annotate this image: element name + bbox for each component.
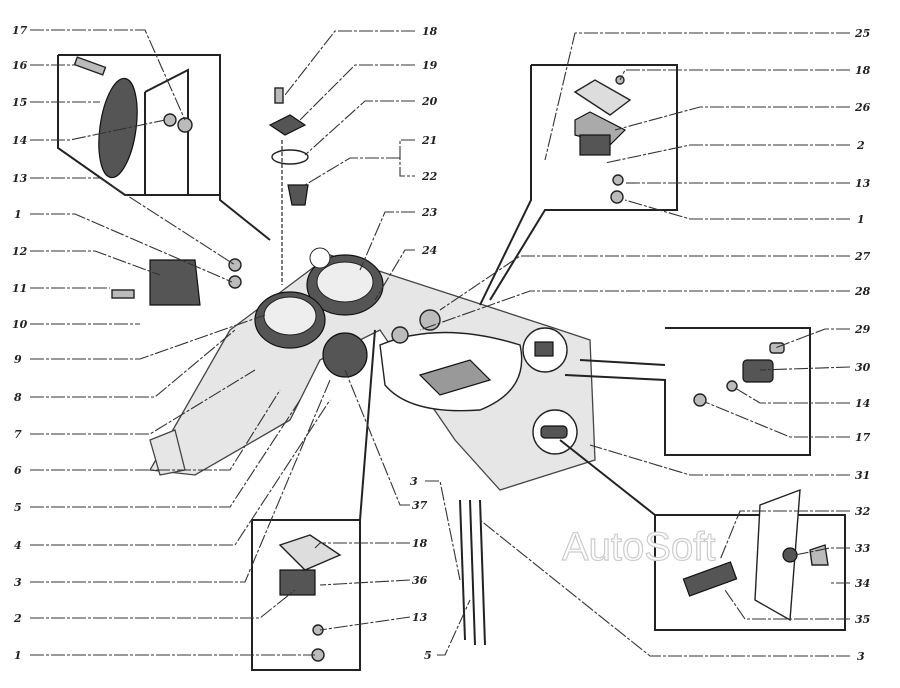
inset-switch-box-right — [564, 327, 811, 456]
part-label: 8 — [14, 391, 22, 404]
part-label: 18 — [412, 537, 428, 550]
part-label: 17 — [12, 24, 28, 37]
inset-lamp-box — [57, 54, 271, 241]
part-label: 14 — [12, 134, 27, 147]
part-label: 7 — [14, 428, 22, 441]
part-label: 28 — [854, 285, 871, 298]
part-label: 31 — [855, 469, 870, 482]
part-label: 26 — [854, 101, 871, 114]
part-label: 32 — [855, 505, 871, 518]
gauge-cluster — [254, 247, 441, 378]
part-label: 11 — [12, 282, 27, 295]
part-label: 10 — [12, 318, 28, 331]
part-label: 33 — [855, 542, 871, 555]
part-label: 6 — [14, 464, 22, 477]
labels-bottom-center: 3 37 18 36 13 5 — [410, 475, 432, 662]
part-label: 5 — [424, 649, 432, 662]
labels-left: 17 16 15 14 13 1 12 11 10 9 8 7 6 5 4 3 … — [12, 24, 28, 662]
top-center-parts — [111, 87, 309, 306]
part-label: 23 — [421, 206, 438, 219]
part-label: 30 — [855, 361, 871, 374]
part-label: 1 — [14, 208, 22, 221]
wire-leads — [459, 499, 486, 646]
inset-lighter-box — [559, 439, 846, 631]
part-label: 34 — [855, 577, 870, 590]
labels-top-center: 18 19 20 21 22 23 24 — [421, 25, 438, 257]
part-label: 13 — [412, 611, 428, 624]
part-label: 3 — [410, 475, 418, 488]
part-label: 37 — [412, 499, 428, 512]
detail-circles — [522, 327, 578, 455]
watermark: AutoSoft — [562, 525, 715, 569]
part-label: 25 — [854, 27, 870, 40]
part-label: 2 — [856, 139, 865, 152]
part-label: 15 — [12, 96, 27, 109]
part-label: 18 — [855, 64, 871, 77]
part-label: 3 — [857, 650, 865, 663]
leader-lines — [30, 29, 851, 657]
part-label: 3 — [14, 576, 22, 589]
part-label: 19 — [422, 59, 438, 72]
part-label: 1 — [857, 213, 865, 226]
part-label: 20 — [421, 95, 438, 108]
part-label: 24 — [421, 244, 437, 257]
part-label: 13 — [855, 177, 871, 190]
part-label: 16 — [12, 59, 28, 72]
part-label: 35 — [855, 613, 870, 626]
part-label: 22 — [421, 170, 438, 183]
part-label: 29 — [854, 323, 871, 336]
part-label: 4 — [14, 539, 22, 552]
part-label: 12 — [12, 245, 28, 258]
part-label: 9 — [14, 353, 22, 366]
part-label: 21 — [421, 134, 437, 147]
part-label: 14 — [855, 397, 870, 410]
part-label: 2 — [13, 612, 22, 625]
inset-switch-box-top — [479, 64, 678, 306]
part-label: 13 — [12, 172, 28, 185]
part-label: 36 — [412, 574, 428, 587]
part-label: 1 — [14, 649, 22, 662]
labels-right: 25 18 26 2 13 1 27 28 29 30 14 17 31 32 … — [854, 27, 871, 663]
part-label: 17 — [855, 431, 871, 444]
part-label: 27 — [854, 250, 871, 263]
part-label: 5 — [14, 501, 22, 514]
part-label: 18 — [422, 25, 438, 38]
